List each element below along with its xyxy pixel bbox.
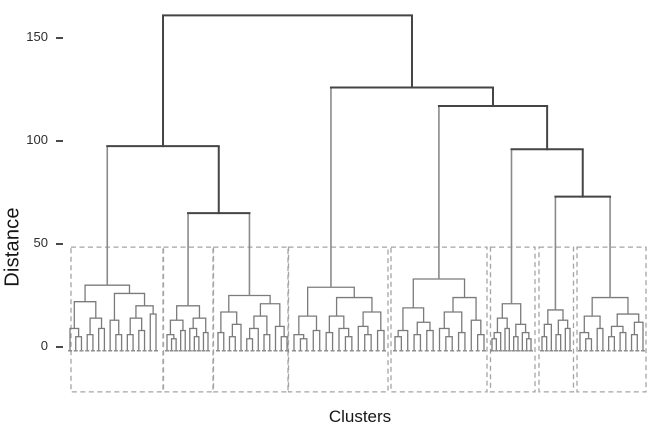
- cluster-box: [576, 246, 647, 393]
- y-tick-mark-100: [56, 140, 63, 142]
- y-tick-label-150: 150: [26, 29, 48, 44]
- cluster-box: [70, 246, 164, 393]
- cluster-box: [212, 246, 289, 393]
- cluster-box: [390, 246, 488, 393]
- y-tick-mark-150: [56, 37, 63, 39]
- y-tick-mark-50: [56, 243, 63, 245]
- y-tick-label-50: 50: [33, 235, 48, 250]
- cluster-box: [538, 246, 575, 393]
- y-tick-label-0: 0: [40, 338, 48, 353]
- y-tick-mark-0: [56, 346, 63, 348]
- y-tick-label-100: 100: [26, 132, 48, 147]
- y-axis-title: Distance: [1, 207, 24, 287]
- cluster-box: [287, 246, 389, 393]
- x-axis-title: Clusters: [328, 407, 392, 426]
- cluster-box: [489, 246, 536, 393]
